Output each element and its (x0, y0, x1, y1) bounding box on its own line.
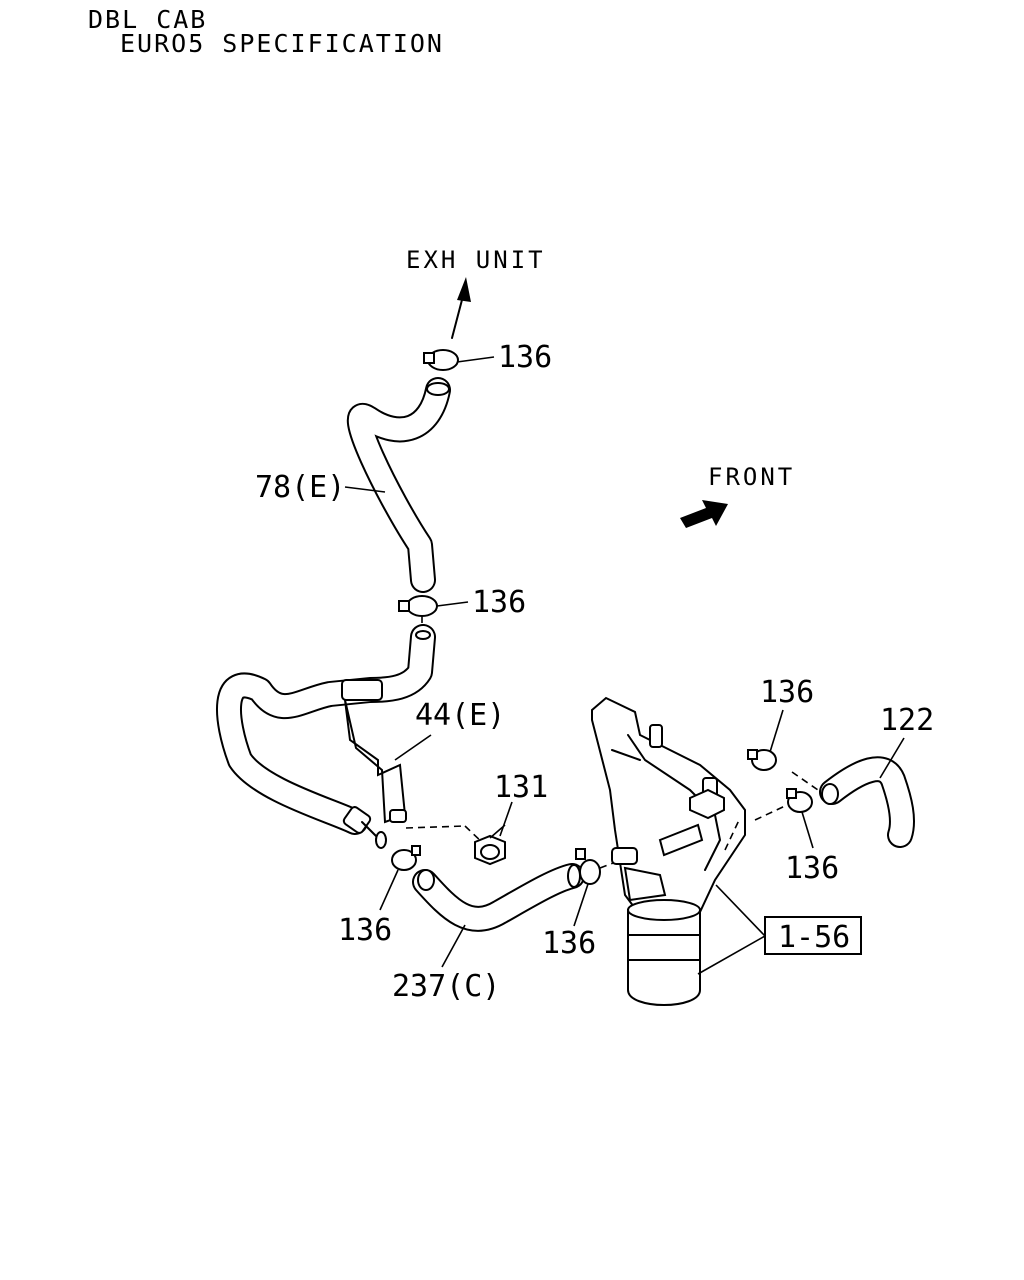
front-arrow-icon (680, 500, 728, 528)
header-line-1: DBL CAB (88, 5, 207, 34)
clamp-right-low (786, 788, 814, 849)
callout-reference-box: 1-56 (778, 920, 850, 955)
header-line-2: EURO5 SPECIFICATION (120, 29, 444, 58)
valve-assembly-unit (591, 696, 786, 1006)
callout-hose-upper: 78(E) (255, 470, 345, 505)
clamp-left-low (379, 845, 421, 911)
lower-hose-237c (412, 863, 585, 932)
upper-hose-78e (346, 377, 451, 593)
clamp-center-low (573, 848, 617, 927)
callout-clamp-top: 136 (498, 340, 552, 375)
callout-nut: 131 (494, 770, 548, 805)
nut-131 (474, 824, 506, 866)
callout-clamp-center-low: 136 (542, 926, 596, 961)
exh-unit-label: EXH UNIT (406, 246, 546, 274)
callout-clamp-left-low: 136 (338, 913, 392, 948)
callout-pipe-assembly: 44(E) (415, 698, 505, 733)
callout-clamp-mid: 136 (472, 585, 526, 620)
clamp-right-top (747, 709, 784, 771)
callout-clamp-right-top: 136 (760, 675, 814, 710)
clamp-top (423, 349, 495, 371)
exh-unit-arrow (451, 277, 471, 339)
callout-hose-lower: 237(C) (392, 969, 500, 1004)
reference-box (697, 884, 862, 975)
clamp-mid (398, 595, 469, 630)
callout-clamp-right-low: 136 (785, 851, 839, 886)
pipe-assembly-44e (216, 624, 487, 849)
right-hose-122 (791, 756, 915, 848)
front-label: FRONT (708, 463, 795, 491)
callout-hose-right: 122 (880, 703, 934, 738)
